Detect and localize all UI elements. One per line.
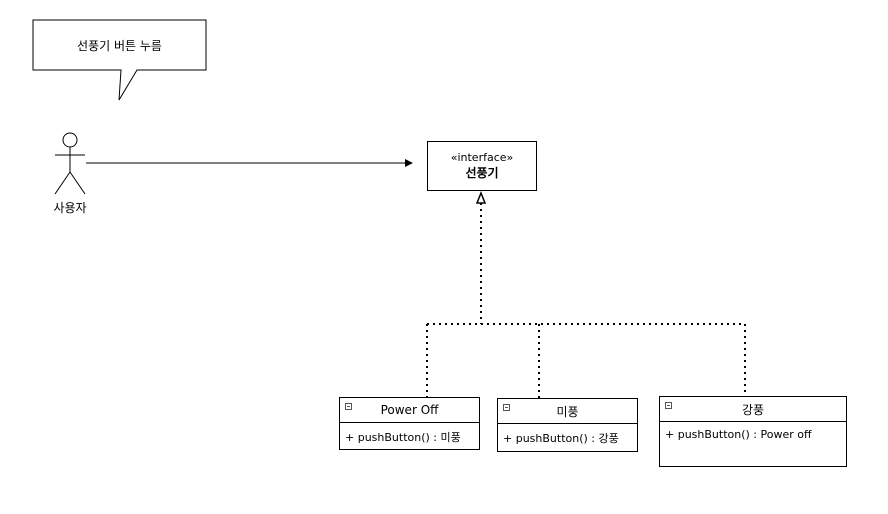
class-operation: + pushButton() : Power off <box>665 428 812 441</box>
interface-name: 선풍기 <box>465 166 499 180</box>
class-header: Power Off <box>340 398 479 423</box>
actor-figure <box>54 132 86 195</box>
class-box-power-off[interactable]: Power Off + pushButton() : 미풍 <box>339 397 480 450</box>
interface-stereotype: «interface» <box>450 151 514 164</box>
class-operation: + pushButton() : 강풍 <box>503 432 619 445</box>
callout-text: 선풍기 버튼 누름 <box>77 38 162 53</box>
class-header: 강풍 <box>660 397 846 422</box>
interface-box[interactable]: «interface» 선풍기 <box>427 141 537 191</box>
class-name: 강풍 <box>741 402 765 417</box>
collapse-icon[interactable] <box>345 403 352 410</box>
collapse-icon[interactable] <box>503 404 510 411</box>
class-name: 미풍 <box>556 404 579 419</box>
actor-label: 사용자 <box>53 201 87 215</box>
realization-lines <box>426 203 746 398</box>
class-box-gangpung[interactable]: 강풍 + pushButton() : Power off <box>659 396 847 467</box>
collapse-icon[interactable] <box>665 402 672 409</box>
association-arrowhead <box>405 159 413 167</box>
class-operation: + pushButton() : 미풍 <box>345 431 461 444</box>
callout-bubble <box>32 19 207 101</box>
class-name: Power Off <box>380 403 439 417</box>
realization-arrowhead <box>475 190 487 204</box>
class-header: 미풍 <box>498 399 637 424</box>
class-box-mipung[interactable]: 미풍 + pushButton() : 강풍 <box>497 398 638 452</box>
